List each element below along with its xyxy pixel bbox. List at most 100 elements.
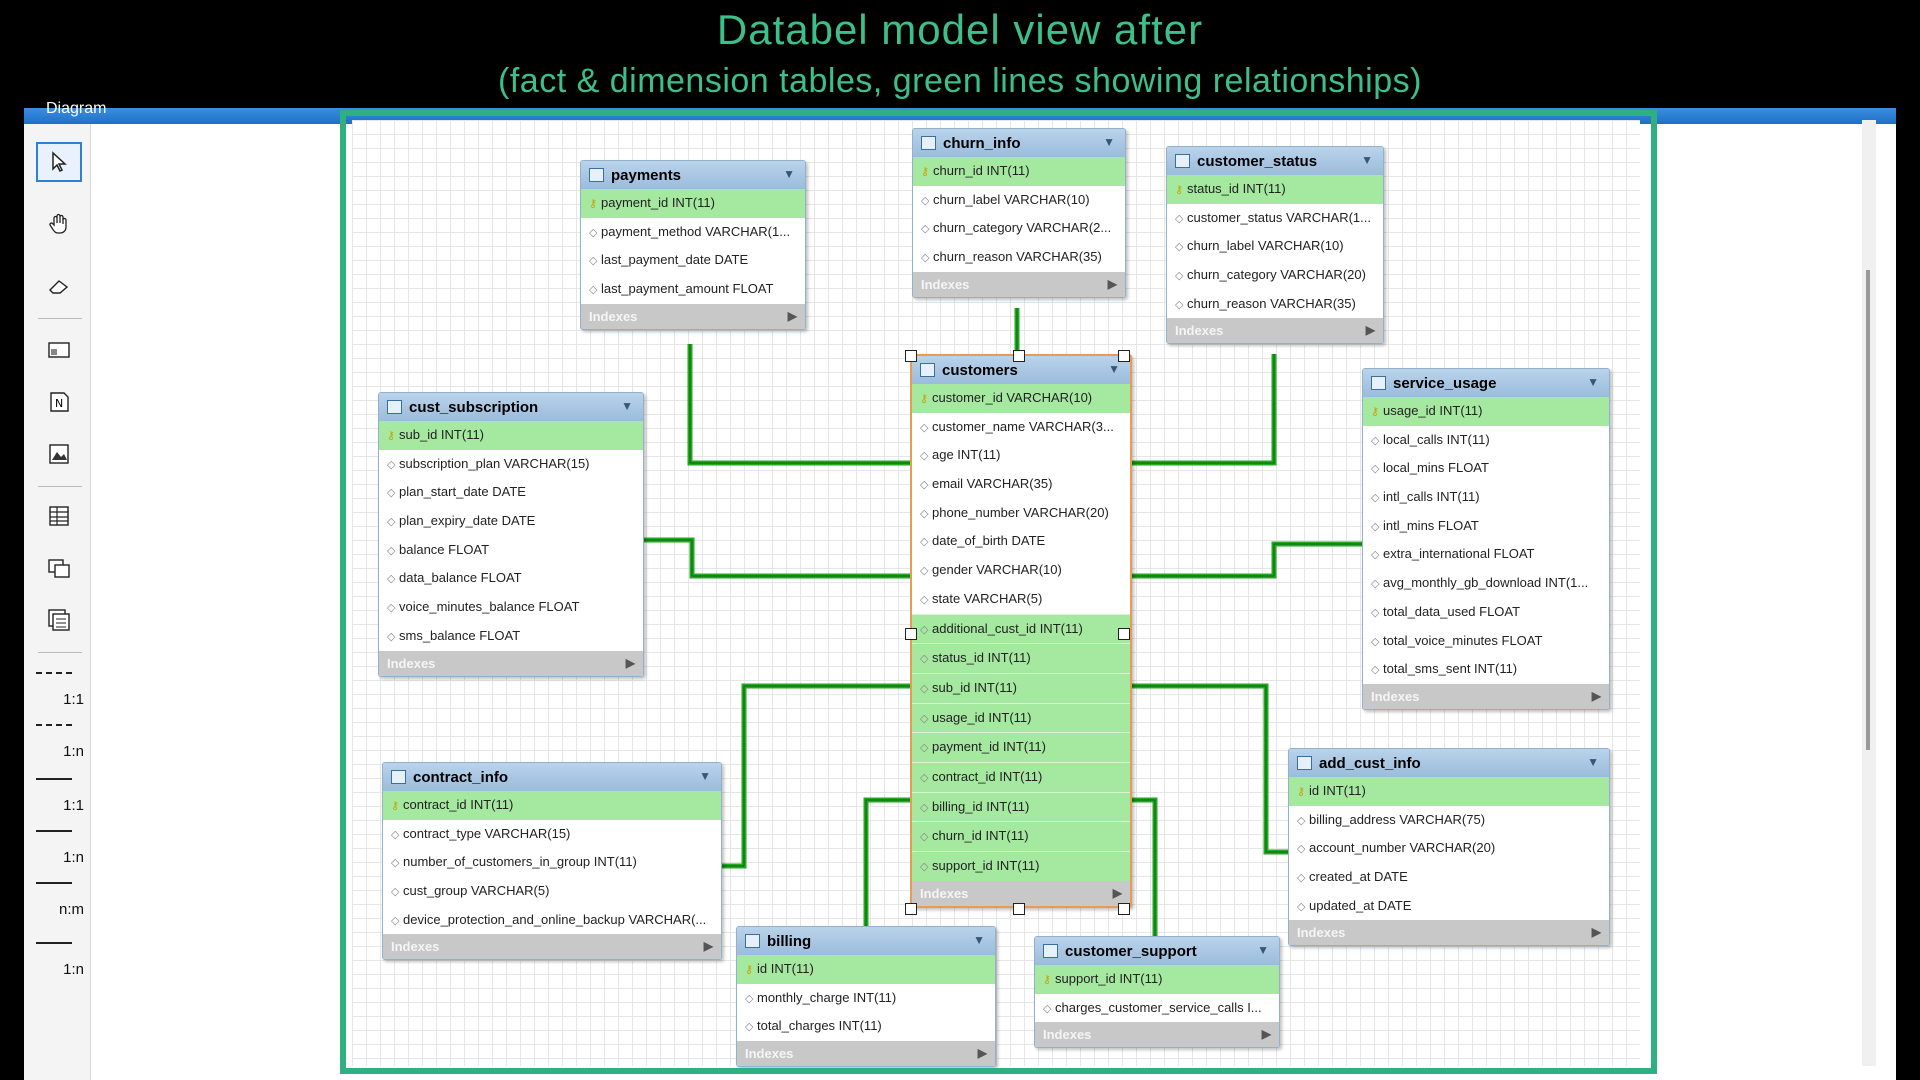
column-row[interactable]: ◇plan_expiry_date DATE [379, 507, 643, 536]
expand-arrow-icon[interactable]: ▶ [1112, 885, 1122, 900]
column-row[interactable]: ◇status_id INT(11) [912, 643, 1130, 673]
indexes-section[interactable]: Indexes▶ [1167, 318, 1383, 344]
column-row[interactable]: ◇billing_address VARCHAR(75) [1289, 806, 1609, 835]
column-row[interactable]: ◇billing_id INT(11) [912, 791, 1130, 822]
primary-key-column[interactable]: ⚷id INT(11) [1289, 777, 1609, 806]
column-row[interactable]: ◇churn_label VARCHAR(10) [1167, 232, 1383, 261]
resize-handle[interactable] [905, 903, 917, 915]
eraser-icon[interactable] [36, 266, 82, 306]
relationship-n-m-tool[interactable]: n:m [32, 876, 90, 920]
resize-handle[interactable] [905, 350, 917, 362]
column-row[interactable]: ◇sub_id INT(11) [912, 672, 1130, 703]
collapse-arrow-icon[interactable]: ▼ [699, 769, 711, 783]
expand-arrow-icon[interactable]: ▶ [625, 655, 635, 670]
table-contract-info[interactable]: contract_info▼⚷contract_id INT(11)◇contr… [382, 762, 722, 961]
collapse-arrow-icon[interactable]: ▼ [783, 167, 795, 181]
expand-arrow-icon[interactable]: ▶ [977, 1046, 987, 1061]
diagram-tab-title[interactable]: Diagram [46, 100, 107, 117]
note-icon[interactable]: N [36, 382, 82, 422]
resize-handle[interactable] [1118, 628, 1130, 640]
collapse-arrow-icon[interactable]: ▼ [1361, 153, 1373, 167]
column-row[interactable]: ◇total_voice_minutes FLOAT [1363, 627, 1609, 656]
table-header[interactable]: customers▼ [912, 356, 1130, 384]
column-row[interactable]: ◇monthly_charge INT(11) [737, 984, 995, 1013]
collapse-arrow-icon[interactable]: ▼ [973, 933, 985, 947]
routine-group-icon[interactable] [36, 600, 82, 640]
column-row[interactable]: ◇updated_at DATE [1289, 892, 1609, 921]
column-row[interactable]: ◇additional_cust_id INT(11) [912, 613, 1130, 644]
indexes-section[interactable]: Indexes▶ [1363, 683, 1609, 709]
table-customers[interactable]: customers▼⚷customer_id VARCHAR(10)◇custo… [910, 354, 1132, 908]
indexes-section[interactable]: Indexes▶ [383, 934, 721, 960]
column-row[interactable]: ◇data_balance FLOAT [379, 564, 643, 593]
expand-arrow-icon[interactable]: ▶ [1107, 276, 1117, 291]
table-header[interactable]: payments▼ [581, 161, 805, 189]
table-billing[interactable]: billing▼⚷id INT(11)◇monthly_charge INT(1… [736, 926, 996, 1068]
table-customer-support[interactable]: customer_support▼⚷support_id INT(11)◇cha… [1034, 936, 1280, 1049]
column-row[interactable]: ◇gender VARCHAR(10) [912, 556, 1130, 585]
column-row[interactable]: ◇usage_id INT(11) [912, 702, 1130, 733]
expand-arrow-icon[interactable]: ▶ [703, 939, 713, 954]
column-row[interactable]: ◇churn_reason VARCHAR(35) [913, 243, 1125, 272]
column-row[interactable]: ◇contract_type VARCHAR(15) [383, 820, 721, 849]
expand-arrow-icon[interactable]: ▶ [1591, 688, 1601, 703]
collapse-arrow-icon[interactable]: ▼ [1587, 375, 1599, 389]
resize-handle[interactable] [1013, 350, 1025, 362]
table-cust-subscription[interactable]: cust_subscription▼⚷sub_id INT(11)◇subscr… [378, 392, 644, 677]
column-row[interactable]: ◇customer_status VARCHAR(1... [1167, 204, 1383, 233]
indexes-section[interactable]: Indexes▶ [1289, 920, 1609, 946]
relationship-1-1-identifying-tool[interactable]: 1:1 [32, 772, 90, 816]
relationship-1-n-nonidentifying-tool[interactable]: 1:n [32, 718, 90, 762]
collapse-arrow-icon[interactable]: ▼ [1108, 362, 1120, 376]
column-row[interactable]: ◇voice_minutes_balance FLOAT [379, 593, 643, 622]
resize-handle[interactable] [905, 628, 917, 640]
table-header[interactable]: billing▼ [737, 927, 995, 955]
primary-key-column[interactable]: ⚷sub_id INT(11) [379, 421, 643, 450]
column-row[interactable]: ◇created_at DATE [1289, 863, 1609, 892]
table-payments[interactable]: payments▼⚷payment_id INT(11)◇payment_met… [580, 160, 806, 330]
column-row[interactable]: ◇state VARCHAR(5) [912, 585, 1130, 614]
resize-handle[interactable] [1118, 350, 1130, 362]
column-row[interactable]: ◇charges_customer_service_calls I... [1035, 994, 1279, 1023]
column-row[interactable]: ◇churn_id INT(11) [912, 821, 1130, 851]
column-row[interactable]: ◇subscription_plan VARCHAR(15) [379, 450, 643, 479]
indexes-section[interactable]: Indexes▶ [379, 650, 643, 676]
column-row[interactable]: ◇support_id INT(11) [912, 851, 1130, 881]
column-row[interactable]: ◇total_sms_sent INT(11) [1363, 655, 1609, 684]
collapse-arrow-icon[interactable]: ▼ [1587, 755, 1599, 769]
table-churn-info[interactable]: churn_info▼⚷churn_id INT(11)◇churn_label… [912, 128, 1126, 298]
column-row[interactable]: ◇churn_category VARCHAR(2... [913, 214, 1125, 243]
expand-arrow-icon[interactable]: ▶ [1261, 1027, 1271, 1042]
column-row[interactable]: ◇last_payment_date DATE [581, 246, 805, 275]
table-header[interactable]: churn_info▼ [913, 129, 1125, 157]
pointer-icon[interactable] [36, 142, 82, 182]
collapse-arrow-icon[interactable]: ▼ [1257, 943, 1269, 957]
relationship-existing-columns-tool[interactable]: 1:n [32, 936, 90, 980]
relationship-1-1-nonidentifying-tool[interactable]: 1:1 [32, 666, 90, 710]
expand-arrow-icon[interactable]: ▶ [1591, 925, 1601, 940]
column-row[interactable]: ◇local_mins FLOAT [1363, 454, 1609, 483]
column-row[interactable]: ◇device_protection_and_online_backup VAR… [383, 906, 721, 935]
resize-handle[interactable] [1118, 903, 1130, 915]
column-row[interactable]: ◇intl_mins FLOAT [1363, 512, 1609, 541]
column-row[interactable]: ◇sms_balance FLOAT [379, 622, 643, 651]
collapse-arrow-icon[interactable]: ▼ [1103, 135, 1115, 149]
indexes-section[interactable]: Indexes▶ [912, 880, 1130, 906]
primary-key-column[interactable]: ⚷status_id INT(11) [1167, 175, 1383, 204]
column-row[interactable]: ◇contract_id INT(11) [912, 761, 1130, 792]
primary-key-column[interactable]: ⚷payment_id INT(11) [581, 189, 805, 218]
expand-arrow-icon[interactable]: ▶ [1365, 323, 1375, 338]
table-icon[interactable] [36, 496, 82, 536]
column-row[interactable]: ◇extra_international FLOAT [1363, 540, 1609, 569]
column-row[interactable]: ◇balance FLOAT [379, 536, 643, 565]
indexes-section[interactable]: Indexes▶ [737, 1041, 995, 1067]
table-add-cust-info[interactable]: add_cust_info▼⚷id INT(11)◇billing_addres… [1288, 748, 1610, 947]
table-header[interactable]: customer_support▼ [1035, 937, 1279, 965]
primary-key-column[interactable]: ⚷support_id INT(11) [1035, 965, 1279, 994]
indexes-section[interactable]: Indexes▶ [581, 303, 805, 329]
relationship-1-n-identifying-tool[interactable]: 1:n [32, 824, 90, 868]
column-row[interactable]: ◇total_data_used FLOAT [1363, 598, 1609, 627]
view-icon[interactable] [36, 548, 82, 588]
hand-icon[interactable] [36, 204, 82, 244]
table-header[interactable]: cust_subscription▼ [379, 393, 643, 421]
